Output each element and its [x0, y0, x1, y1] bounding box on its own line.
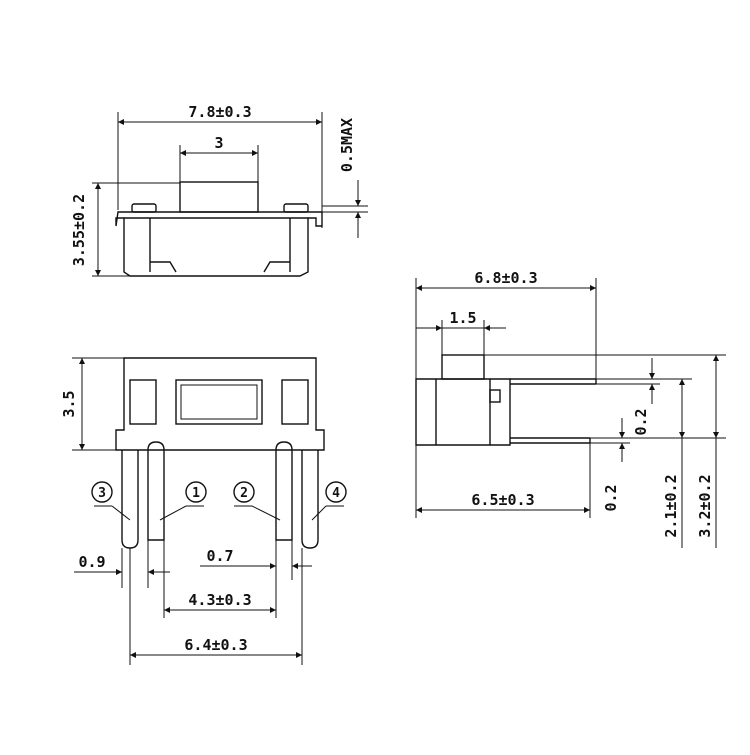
pin-1-lead — [147, 441, 165, 541]
pin-2-lead — [275, 441, 293, 541]
side-actuator — [441, 354, 485, 380]
top-body — [115, 211, 323, 277]
front-view: 3 1 2 4 3.5 0.9 — [60, 357, 347, 665]
side-gap-lower-label: 0.2 — [602, 484, 620, 511]
side-body — [415, 378, 511, 446]
pin-3-marker — [91, 481, 113, 503]
top-max-label: 0.5MAX — [338, 118, 356, 172]
top-actuator — [179, 181, 259, 213]
side-actuator-label: 1.5 — [449, 309, 476, 327]
front-pitch-label: 0.9 — [78, 553, 105, 571]
front-pin-width-label: 0.7 — [206, 547, 233, 565]
front-inner-span-label: 4.3±0.3 — [188, 591, 251, 609]
side-lead-height-label: 2.1±0.2 — [662, 474, 680, 537]
front-window-left — [129, 379, 157, 425]
pin-2-label: 2 — [240, 486, 248, 501]
pin-3-label: 3 — [98, 486, 106, 501]
top-actuator-label: 3 — [214, 134, 223, 152]
front-body — [115, 357, 325, 451]
front-actuator-window — [175, 379, 263, 425]
pin-3-lead — [121, 450, 139, 549]
top-height-label: 3.55±0.2 — [70, 194, 88, 266]
top-view: 7.8±0.3 3 3.55±0.2 0.5MAX — [70, 103, 368, 277]
top-width-label: 7.8±0.3 — [188, 103, 251, 121]
front-window-right — [281, 379, 309, 425]
side-total-height-label: 3.2±0.2 — [696, 474, 714, 537]
pin-2-marker — [233, 481, 255, 503]
pin-1-marker — [185, 481, 207, 503]
pin-4-marker — [325, 481, 347, 503]
pin-4-lead — [301, 450, 319, 549]
side-overall-label: 6.8±0.3 — [474, 269, 537, 287]
pin-4-label: 4 — [332, 486, 340, 501]
pin-1-label: 1 — [192, 486, 200, 501]
front-height-label: 3.5 — [60, 390, 78, 417]
side-gap-upper-label: 0.2 — [632, 408, 650, 435]
side-body-label: 6.5±0.3 — [471, 491, 534, 509]
side-view: 6.8±0.3 1.5 6.5±0.3 0.2 0.2 2.1±0.2 — [415, 269, 726, 548]
front-outer-span-label: 6.4±0.3 — [184, 636, 247, 654]
